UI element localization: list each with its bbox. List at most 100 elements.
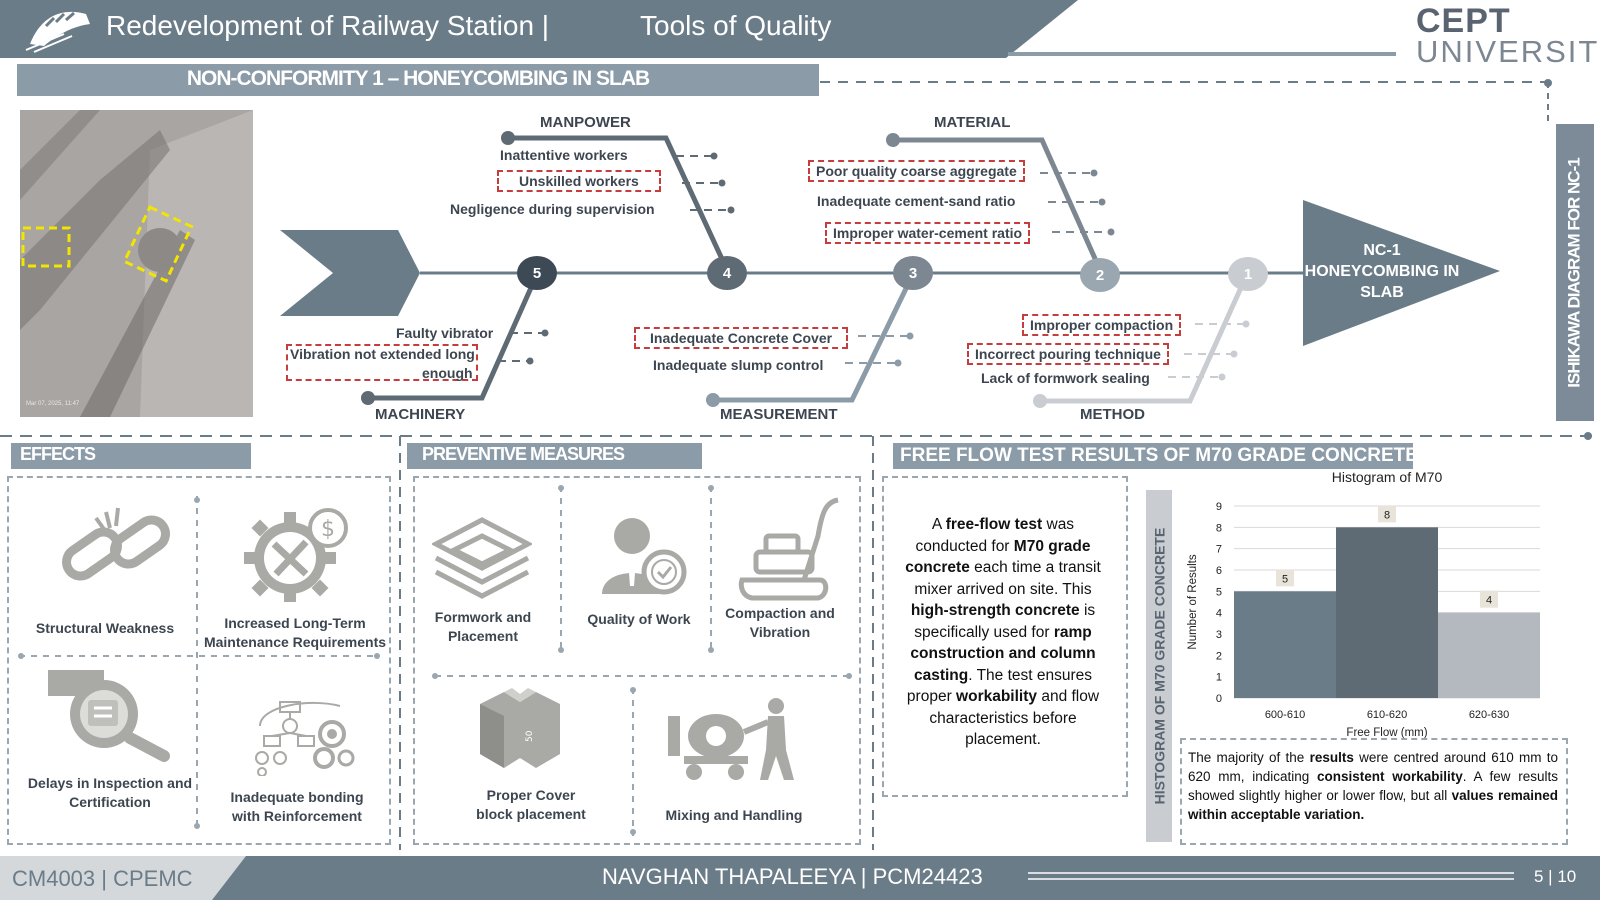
flow-description-run: workability bbox=[956, 688, 1038, 705]
bone-number-4: 4 bbox=[707, 256, 747, 290]
header-title: Redevelopment of Railway Station | bbox=[106, 10, 550, 41]
effect-label-line: with Reinforcement bbox=[232, 808, 362, 824]
ishikawa-side-label: ISHIKAWA DIAGRAM FOR NC-1 bbox=[1565, 157, 1584, 388]
flow-description-run: was conducted for bbox=[915, 516, 1075, 555]
histogram-bar bbox=[1336, 527, 1438, 698]
effect-label-line: Delays in Inspection and bbox=[27, 775, 193, 791]
fishbone-head bbox=[1303, 200, 1500, 346]
cause-faulty-vibrator: Faulty vibrator bbox=[396, 325, 494, 341]
data-label: 5 bbox=[1282, 573, 1288, 585]
effect-inspection-delays: Delays in Inspection and Certification bbox=[20, 774, 200, 812]
fishbone-tail bbox=[280, 230, 420, 316]
ishikawa-side-title: ISHIKAWA DIAGRAM FOR NC-1 bbox=[1556, 124, 1594, 421]
nonconformity-title-bar bbox=[17, 64, 819, 96]
cause-vibration-not-extended bbox=[286, 344, 478, 381]
bone-number-2: 2 bbox=[1080, 258, 1120, 292]
flow-note-run: . A few results showed slightly higher o… bbox=[1188, 769, 1558, 803]
flow-note-run: values remained within acceptable variat… bbox=[1188, 788, 1558, 822]
header-subtitle: Tools of Quality bbox=[640, 10, 832, 41]
data-label-bg bbox=[1276, 569, 1294, 587]
layers-icon bbox=[432, 517, 532, 599]
y-tick-label: 2 bbox=[1216, 650, 1222, 662]
y-tick-label: 4 bbox=[1216, 608, 1222, 620]
measure-label-line: Formwork and bbox=[434, 609, 532, 625]
y-tick-label: 8 bbox=[1216, 522, 1222, 534]
y-tick-label: 5 bbox=[1216, 586, 1222, 598]
broken-chain-icon bbox=[62, 507, 170, 581]
footer-author: NAVGHAN THAPALEEYA | PCM24423 bbox=[602, 864, 983, 889]
plate-compactor-icon bbox=[738, 497, 839, 601]
y-tick-label: 0 bbox=[1216, 693, 1222, 705]
flow-note-run: were centred around 610 mm to 620 mm, in… bbox=[1188, 750, 1558, 784]
flow-description-run: free-flow test bbox=[945, 516, 1043, 533]
category-manpower: MANPOWER bbox=[540, 114, 631, 131]
cause-incorrect-pouring: Incorrect pouring technique bbox=[967, 343, 1169, 365]
flow-title: FREE FLOW TEST RESULTS OF M70 GRADE CONC… bbox=[900, 445, 1418, 466]
measure-formwork: Formwork and Placement bbox=[423, 608, 543, 646]
flow-note-run: The majority of the bbox=[1188, 750, 1310, 765]
head-line-3: SLAB bbox=[1360, 284, 1404, 301]
effect-label-line: Maintenance Requirements bbox=[203, 634, 387, 650]
y-tick-label: 6 bbox=[1216, 565, 1222, 577]
cause-inadequate-cover: Inadequate Concrete Cover bbox=[634, 327, 849, 349]
worker-badge-icon bbox=[602, 518, 687, 595]
x-tick-label: 610-620 bbox=[1367, 709, 1407, 721]
footer-band bbox=[0, 856, 1600, 900]
measure-quality-of-work: Quality of Work bbox=[574, 610, 704, 629]
cause-negligence-supervision: Negligence during supervision bbox=[450, 201, 655, 217]
flow-title-bar bbox=[893, 443, 1413, 469]
measure-compaction: Compaction and Vibration bbox=[720, 604, 840, 642]
effect-label-line: Increased Long-Term bbox=[224, 615, 366, 631]
university-logo-bottom: UNIVERSITY bbox=[1416, 34, 1600, 69]
cause-inattentive-workers: Inattentive workers bbox=[500, 147, 628, 163]
preventive-box bbox=[413, 476, 861, 845]
bone-number-3: 3 bbox=[893, 256, 933, 290]
fishbone-head-text: NC-1 HONEYCOMBING IN SLAB bbox=[1300, 240, 1464, 303]
gear-tools-dollar-icon: $ bbox=[244, 508, 348, 602]
effects-title: EFFECTS bbox=[20, 444, 96, 464]
y-tick-label: 7 bbox=[1216, 544, 1222, 556]
cause-vibration-line-1: Vibration not extended long bbox=[290, 346, 475, 362]
preventive-dividers bbox=[432, 485, 852, 836]
measure-cover-block: Proper Cover block placement bbox=[466, 786, 596, 824]
effects-box bbox=[7, 476, 391, 845]
photo-timestamp: Mar 07, 2025, 11:47 bbox=[26, 401, 80, 407]
footer-page: 5 | 10 bbox=[1534, 867, 1577, 886]
cause-formwork-sealing: Lack of formwork sealing bbox=[981, 370, 1150, 386]
chart-title: Histogram of M70 bbox=[1332, 469, 1443, 485]
y-tick-label: 9 bbox=[1216, 501, 1222, 513]
category-method: METHOD bbox=[1080, 406, 1145, 423]
data-label-bg bbox=[1378, 505, 1396, 523]
flow-description-run: ramp construction and column casting bbox=[910, 623, 1096, 684]
flow-description-run: M70 grade concrete bbox=[905, 537, 1091, 577]
histogram-bar bbox=[1438, 612, 1540, 698]
measure-label-line: Proper Cover bbox=[486, 787, 576, 803]
category-machinery: MACHINERY bbox=[375, 406, 466, 423]
x-axis-label: Free Flow (mm) bbox=[1346, 727, 1427, 739]
effect-label-line: Structural Weakness bbox=[35, 620, 175, 636]
head-line-2: HONEYCOMBING IN bbox=[1304, 263, 1460, 280]
preventive-title: PREVENTIVE MEASURES bbox=[422, 444, 625, 464]
x-tick-label: 620-630 bbox=[1469, 709, 1509, 721]
cover-block-icon: 50 bbox=[480, 688, 560, 768]
fishbone-diagram bbox=[280, 131, 1500, 408]
effect-label-line: Inadequate bonding bbox=[230, 789, 364, 805]
svg-text:50: 50 bbox=[525, 730, 535, 742]
cause-water-cement-ratio: Improper water-cement ratio bbox=[825, 222, 1031, 244]
preventive-title-bar bbox=[407, 443, 702, 469]
measure-label-line: Quality of Work bbox=[587, 611, 691, 627]
effect-structural-weakness: Structural Weakness bbox=[20, 619, 190, 638]
x-tick-label: 600-610 bbox=[1265, 709, 1305, 721]
histogram-side-title: HISTOGRAM OF M70 GRADE CONCRETE bbox=[1146, 490, 1172, 842]
measure-label-line: block placement bbox=[476, 806, 586, 822]
measure-mixing: Mixing and Handling bbox=[654, 806, 814, 825]
measure-label-line: Placement bbox=[447, 628, 519, 644]
effect-maintenance: Increased Long-Term Maintenance Requirem… bbox=[200, 614, 390, 652]
flow-description-run: each time a transit mixer arrived on sit… bbox=[914, 559, 1101, 598]
flow-note: The majority of the results were centred… bbox=[1188, 748, 1558, 824]
magnifier-document-icon bbox=[48, 670, 170, 762]
category-measurement: MEASUREMENT bbox=[720, 406, 838, 423]
data-label-bg bbox=[1480, 590, 1498, 608]
y-tick-label: 3 bbox=[1216, 629, 1222, 641]
